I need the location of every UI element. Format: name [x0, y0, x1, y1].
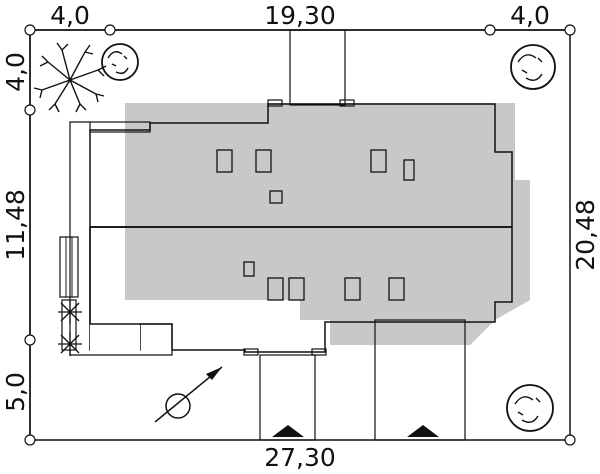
dimension-top-right: 4,0: [510, 1, 550, 30]
north-driveway: [289, 29, 346, 106]
pergola: [59, 236, 79, 351]
skylights: [216, 149, 405, 301]
dimension-left-upper: 4,0: [1, 52, 30, 92]
dimension-left-middle: 11,48: [1, 189, 30, 261]
dimension-top-center: 19,30: [264, 1, 336, 30]
tree-canopy-icon: [510, 44, 556, 90]
tree-canopy-icon: [506, 384, 554, 432]
tree-canopy-icon: [101, 43, 139, 81]
chimney-1: [403, 159, 415, 181]
north-arrow-icon: [154, 366, 223, 423]
eave-cap-left: [243, 348, 259, 356]
eave-cap-right: [311, 348, 327, 356]
left-driveway: [259, 354, 316, 441]
driveway-arrow-right: [407, 425, 439, 437]
chimney-3: [243, 261, 255, 277]
building-shadow: [125, 103, 530, 345]
tree-icon: [33, 42, 107, 113]
right-driveway: [374, 319, 466, 441]
terrace-cutout: [90, 324, 140, 354]
chimney-2: [269, 190, 283, 204]
dormer-cap-left: [267, 99, 283, 107]
dimension-right: 20,48: [571, 199, 600, 271]
dormer-cap-right: [339, 99, 355, 107]
dimension-nodes: [24, 24, 576, 446]
driveway-arrow-left: [272, 425, 304, 437]
shrub-icon: [58, 300, 82, 356]
dimension-left-lower: 5,0: [1, 372, 30, 412]
dimension-top-left: 4,0: [50, 1, 90, 30]
dimension-bottom: 27,30: [264, 443, 336, 472]
